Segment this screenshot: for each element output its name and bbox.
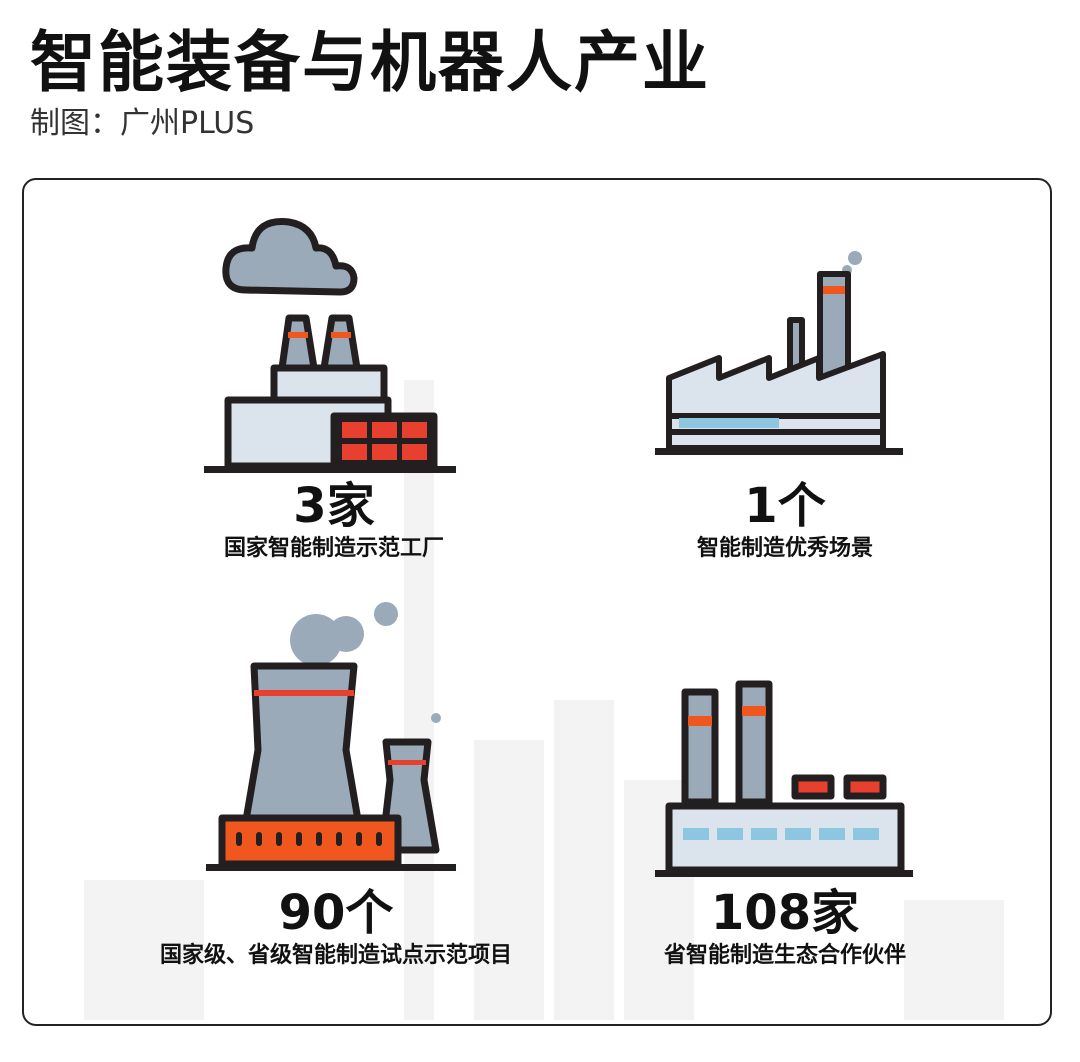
stat-pilot-projects: 90个 国家级、省级智能制造试点示范项目 xyxy=(86,600,586,971)
stat-value: 1个 xyxy=(744,478,826,534)
credit-line: 制图：广州PLUS xyxy=(30,106,255,141)
stat-value: 108家 xyxy=(710,885,860,941)
page-title: 智能装备与机器人产业 xyxy=(30,23,710,101)
stat-label: 智能制造优秀场景 xyxy=(696,536,873,561)
stat-label: 国家智能制造示范工厂 xyxy=(223,536,444,561)
stats-card: 3家 国家智能制造示范工厂 1个 智能制造优秀场景 xyxy=(22,178,1052,1026)
cooling-tower-icon xyxy=(206,602,456,871)
stat-value: 3家 xyxy=(293,478,375,534)
stat-label: 国家级、省级智能制造试点示范项目 xyxy=(159,943,512,968)
stat-label: 省智能制造生态合作伙伴 xyxy=(663,943,906,968)
factory-cloud-icon xyxy=(204,218,456,473)
stat-excellent-scenario: 1个 智能制造优秀场景 xyxy=(535,208,1035,564)
stat-value: 90个 xyxy=(278,885,394,941)
stat-ecosystem-partners: 108家 省智能制造生态合作伙伴 xyxy=(535,600,1035,971)
stat-national-demo-factories: 3家 国家智能制造示范工厂 xyxy=(84,208,584,564)
chimney-factory-icon xyxy=(655,680,913,877)
sawtooth-factory-icon xyxy=(655,251,903,455)
